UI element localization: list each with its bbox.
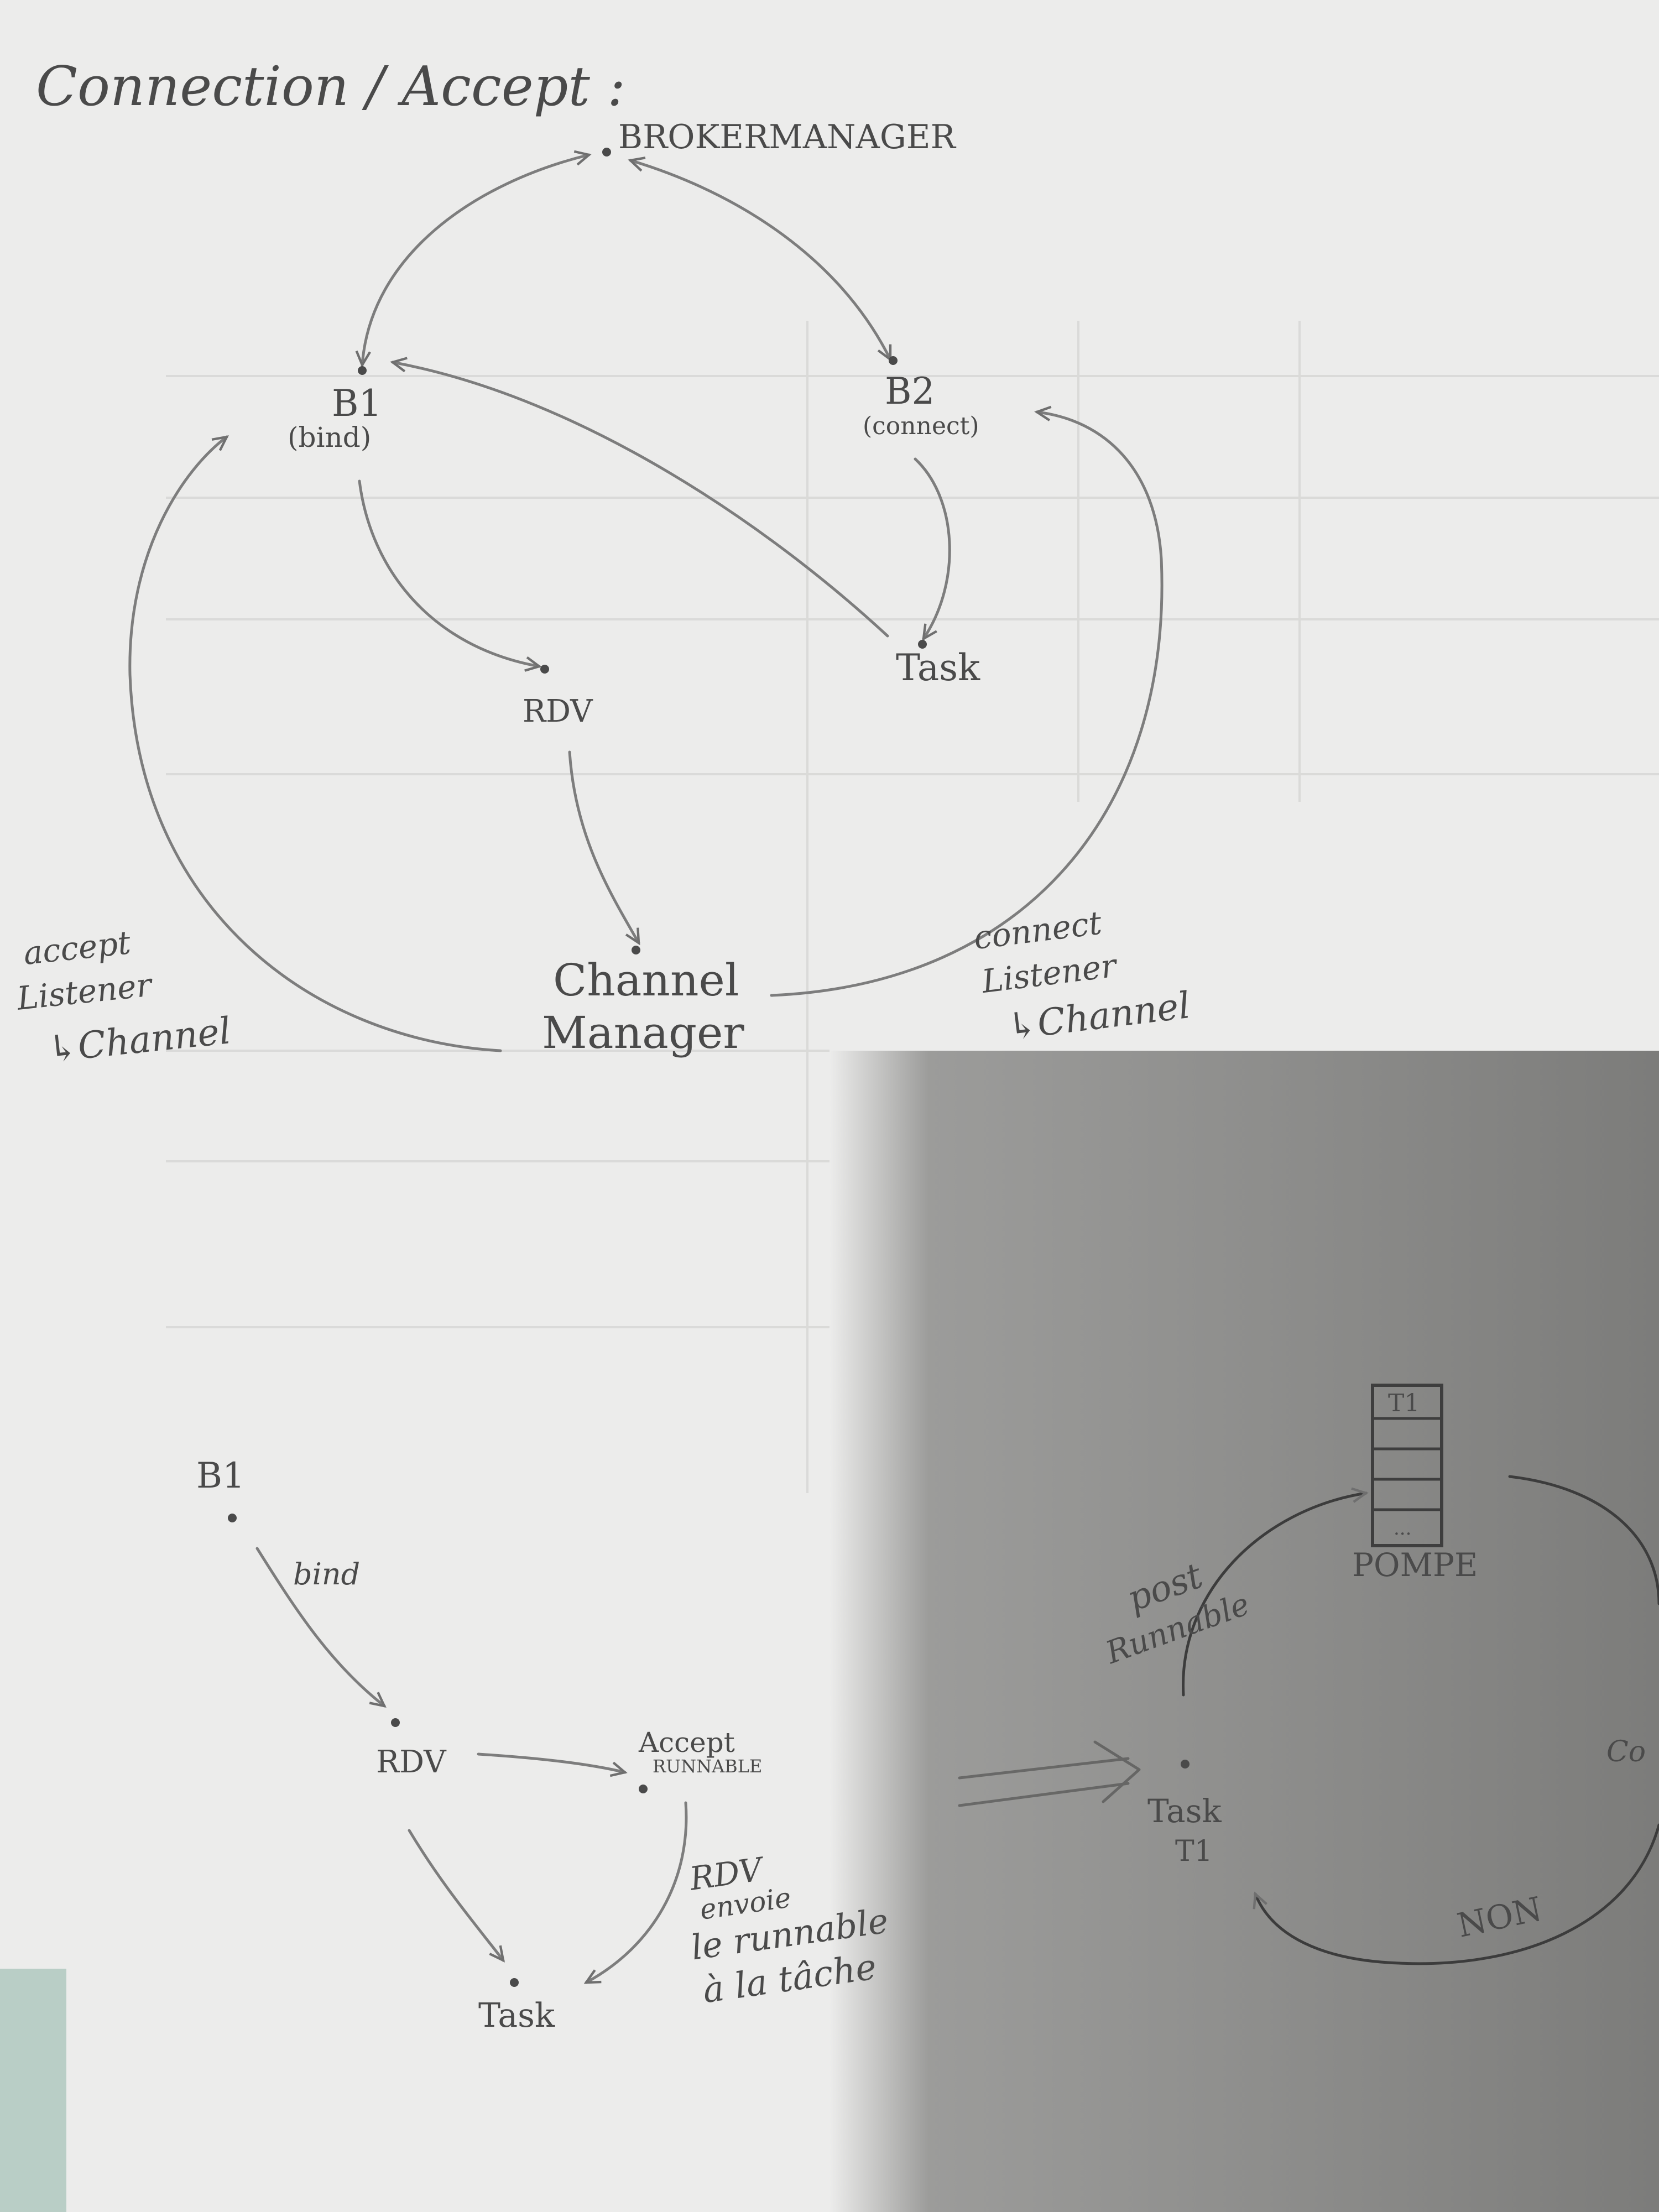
node-channelmanager-line1: Channel	[553, 954, 739, 1006]
label-partial-cut: Co	[1606, 1735, 1646, 1768]
node-pompe: POMPE	[1352, 1546, 1478, 1584]
edge-rdv-task	[408, 1829, 505, 1963]
node-b2-note: (connect)	[863, 412, 979, 440]
edge-non-loop	[1253, 1823, 1659, 1965]
node-b2: B2	[885, 370, 935, 413]
node-channelmanager-line2: Manager	[542, 1007, 744, 1058]
node-dot-rdv	[540, 665, 549, 674]
node-dot-task-2	[510, 1978, 519, 1987]
node-task-t1-2: T1	[1175, 1835, 1213, 1868]
node-dot-b1-2	[228, 1514, 237, 1522]
edge-b1-rdv-bind	[255, 1547, 387, 1708]
label-bind: bind	[293, 1557, 360, 1592]
edge-connect-listener	[770, 405, 1164, 997]
edge-rdv-accept	[477, 1752, 628, 1777]
node-dot-b1	[358, 366, 367, 375]
edge-task-b1	[390, 357, 889, 638]
edge-accept-task	[583, 1801, 688, 1984]
node-b1: B1	[332, 382, 382, 425]
node-dot-task-t1	[1181, 1760, 1190, 1768]
node-dot-accept	[639, 1785, 648, 1793]
faint-table-imprint	[166, 321, 1659, 1493]
node-task-2: Task	[478, 1996, 555, 2035]
node-dot-channelmanager	[632, 946, 640, 954]
node-rdv-2: RDV	[376, 1744, 447, 1780]
queue-head: T1	[1388, 1389, 1420, 1417]
node-accept-1: Accept	[638, 1726, 735, 1759]
node-dot-brokermanager	[602, 148, 611, 156]
page-title: Connection / Accept :	[36, 55, 625, 118]
edge-pompe-out	[1508, 1475, 1659, 1605]
edge-accept-listener	[128, 435, 502, 1052]
edge-rdv-channelmanager	[568, 750, 640, 946]
node-rdv: RDV	[523, 693, 593, 729]
node-task-t1-1: Task	[1147, 1792, 1222, 1830]
edge-b2-task	[914, 457, 951, 641]
queue-more: ...	[1394, 1517, 1411, 1540]
node-brokermanager: BROKERMANAGER	[618, 118, 957, 156]
edge-brokermanager-b2	[628, 156, 892, 362]
node-b1-note: (bind)	[288, 421, 371, 453]
edge-task-pompe	[1182, 1487, 1369, 1697]
edge-b1-rdv	[358, 479, 542, 672]
edge-brokermanager-b1	[355, 150, 592, 368]
node-dot-rdv-2	[391, 1718, 400, 1727]
node-dot-task	[918, 640, 927, 649]
node-accept-2: RUNNABLE	[653, 1756, 762, 1777]
desk-edge	[0, 1969, 66, 2212]
pompe-queue: T1 ...	[1371, 1384, 1443, 1547]
node-b1-2: B1	[196, 1455, 245, 1496]
node-dot-b2	[889, 356, 898, 365]
node-task: Task	[896, 646, 980, 689]
shadow-overlay	[830, 1051, 1659, 2212]
